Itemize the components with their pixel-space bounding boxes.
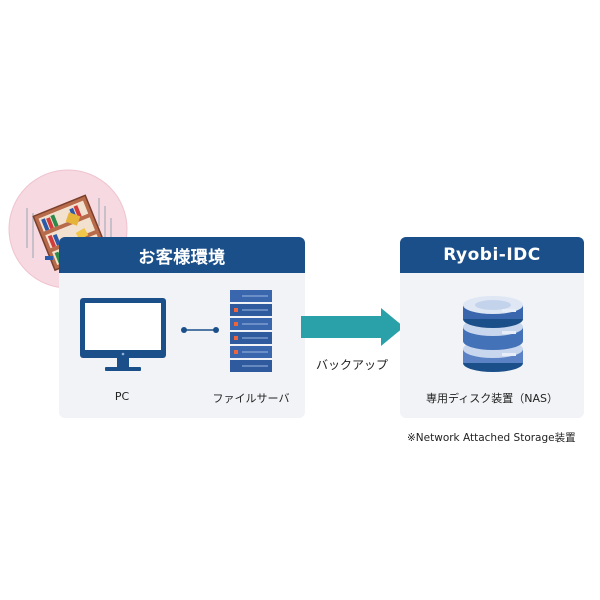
nas-label: 専用ディスク装置（NAS） xyxy=(426,392,558,405)
idc-title: Ryobi-IDC xyxy=(400,237,584,273)
pc-label: PC xyxy=(114,390,130,403)
idc-panel: Ryobi-IDC 専用ディスク装置（NAS） xyxy=(400,237,584,418)
footnote: ※Network Attached Storage装置 xyxy=(407,432,576,444)
customer-environment-title: お客様環境 xyxy=(59,237,305,273)
monitor-icon xyxy=(80,298,166,371)
backup-label: バックアップ xyxy=(315,358,389,372)
file-server-label: ファイルサーバ xyxy=(212,392,290,405)
disk-stack-icon xyxy=(463,296,523,372)
connection-line xyxy=(181,327,219,333)
customer-environment-panel: お客様環境 xyxy=(59,237,305,418)
server-rack-icon xyxy=(230,290,272,372)
right-arrow-icon xyxy=(301,308,404,346)
